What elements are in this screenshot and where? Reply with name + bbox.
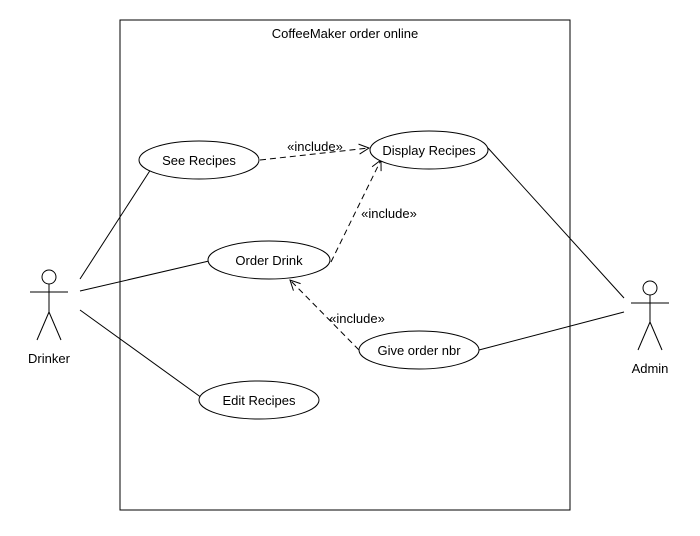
- actor-admin-figure: [631, 280, 669, 351]
- use-case-display-recipes-label: Display Recipes: [382, 143, 476, 158]
- use-case-display-recipes: [369, 130, 489, 170]
- use-case-see-recipes-label: See Recipes: [162, 153, 236, 168]
- include-give-to-order: [290, 280, 360, 351]
- association-admin-give-order-nbr: [478, 311, 625, 351]
- use-case-edit-recipes-label: Edit Recipes: [223, 393, 296, 408]
- use-case-order-drink: [207, 240, 331, 280]
- system-title: CoffeeMaker order online: [272, 26, 418, 41]
- use-case-give-order-nbr: [358, 330, 480, 370]
- use-case-edit-recipes: [198, 380, 320, 420]
- association-admin-display-recipes: [487, 147, 625, 299]
- actor-drinker-figure: [30, 269, 68, 341]
- include-label-order-display: «include»: [361, 206, 417, 221]
- association-drinker-see-recipes: [79, 168, 152, 280]
- use-case-order-drink-label: Order Drink: [235, 253, 303, 268]
- include-label-see-display: «include»: [287, 139, 343, 154]
- association-drinker-edit-recipes: [79, 309, 203, 399]
- include-label-give-order: «include»: [329, 311, 385, 326]
- include-order-to-display: [330, 160, 381, 263]
- association-drinker-order-drink: [79, 260, 210, 292]
- actor-drinker-label: Drinker: [28, 351, 71, 366]
- use-case-give-order-nbr-label: Give order nbr: [377, 343, 461, 358]
- actor-admin-label: Admin: [632, 361, 669, 376]
- include-see-to-display: [259, 148, 369, 161]
- use-case-see-recipes: [138, 140, 260, 180]
- system-boundary: [119, 19, 571, 511]
